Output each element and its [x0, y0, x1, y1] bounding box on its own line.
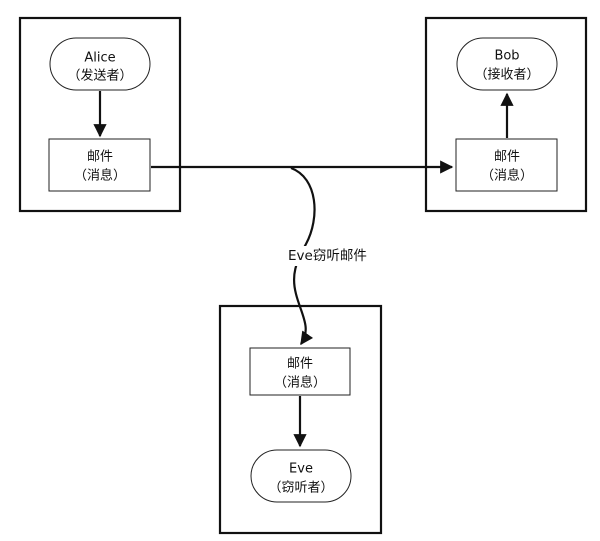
eve-message-box — [249, 347, 351, 396]
bob-name-label: Bob — [494, 49, 519, 64]
alice-message-label: 邮件 — [87, 150, 113, 165]
eve-message-label: 邮件 — [287, 357, 313, 372]
bob-node — [456, 37, 558, 91]
eve-name-label: Eve — [289, 462, 313, 477]
alice-message-box — [48, 138, 151, 192]
eve-node — [250, 449, 352, 503]
bob-frame: Bob （接收者） 邮件 （消息） — [424, 16, 588, 213]
alice-frame: Alice （发送者） 邮件 （消息） — [18, 16, 182, 213]
eve-message-sublabel: （消息） — [274, 375, 326, 391]
eavesdrop-label: Eve窃听邮件 — [288, 248, 367, 264]
bob-message-label: 邮件 — [494, 150, 520, 165]
bob-role-label: （接收者） — [474, 67, 539, 83]
alice-name-label: Alice — [84, 51, 115, 66]
alice-role-label: （发送者） — [67, 68, 132, 84]
bob-message-box — [455, 138, 558, 192]
alice-node — [49, 37, 151, 91]
eavesdrop-label-background — [283, 246, 377, 266]
eve-frame: 邮件 （消息） Eve （窃听者） — [218, 304, 383, 535]
eve-role-label: （窃听者） — [268, 480, 333, 496]
bob-message-sublabel: （消息） — [481, 168, 533, 184]
alice-message-sublabel: （消息） — [74, 168, 126, 184]
